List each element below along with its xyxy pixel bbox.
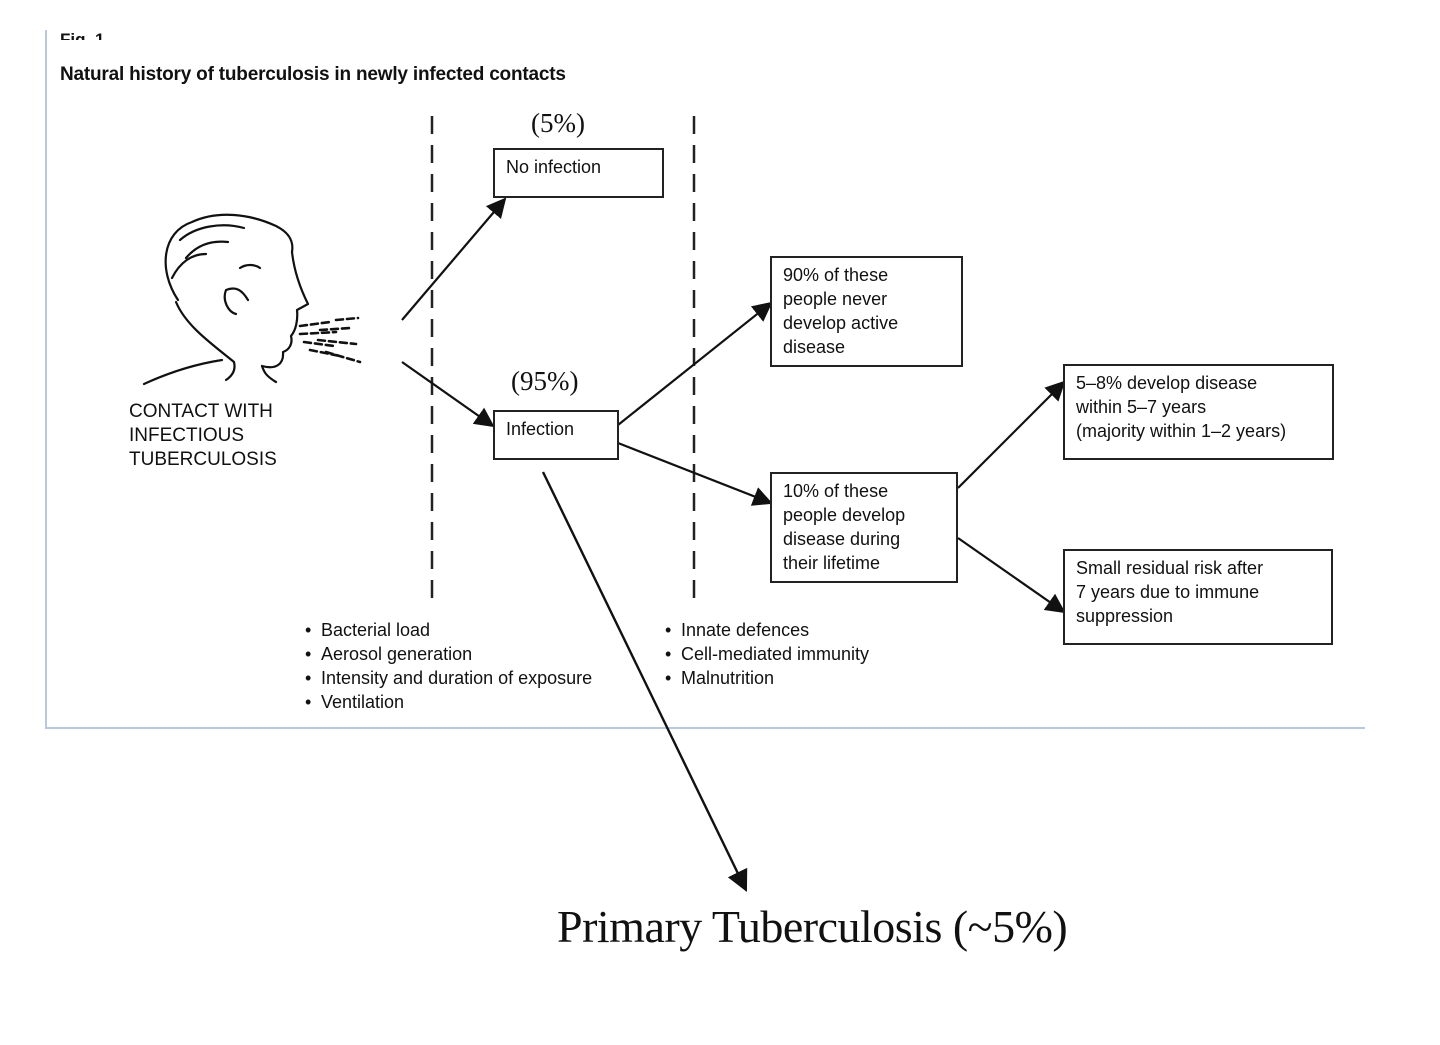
- arrow-to-primary-tb: [541, 471, 748, 892]
- primary-tb-annotation: Primary Tuberculosis (~5%): [557, 901, 1068, 952]
- no-infection-box: No infection: [493, 148, 664, 198]
- list-item: Innate defences: [665, 618, 869, 642]
- list-item: Cell-mediated immunity: [665, 642, 869, 666]
- arrow-to-no-infection: [401, 197, 507, 321]
- host-factors-list: Innate defences Cell-mediated immunity M…: [665, 618, 869, 690]
- figure-frame: [45, 30, 1365, 729]
- never-active-box: 90% of these people never develop active…: [770, 256, 963, 367]
- within-years-box: 5–8% develop disease within 5–7 years (m…: [1063, 364, 1334, 460]
- residual-risk-box: Small residual risk after 7 years due to…: [1063, 549, 1333, 645]
- arrow-to-within-years: [957, 380, 1066, 489]
- lifetime-disease-box: 10% of these people develop disease duri…: [770, 472, 958, 583]
- infection-percent: (95%): [511, 366, 579, 396]
- figure-title: Natural history of tuberculosis in newly…: [60, 64, 566, 85]
- list-item: Intensity and duration of exposure: [305, 666, 592, 690]
- exposure-factors-list: Bacterial load Aerosol generation Intens…: [305, 618, 592, 714]
- infection-box: Infection: [493, 410, 619, 460]
- arrow-to-never-active: [617, 301, 773, 426]
- coughing-person-icon: [142, 213, 362, 386]
- list-item: Ventilation: [305, 690, 592, 714]
- list-item: Bacterial load: [305, 618, 592, 642]
- no-infection-percent: (5%): [531, 108, 585, 138]
- source-label: CONTACT WITH INFECTIOUS TUBERCULOSIS: [129, 401, 277, 470]
- figure-label: Fig. 1: [60, 30, 105, 40]
- list-item: Aerosol generation: [305, 642, 592, 666]
- arrow-to-lifetime: [617, 441, 773, 506]
- arrow-to-residual: [957, 537, 1066, 614]
- list-item: Malnutrition: [665, 666, 869, 690]
- arrow-to-infection: [401, 361, 495, 428]
